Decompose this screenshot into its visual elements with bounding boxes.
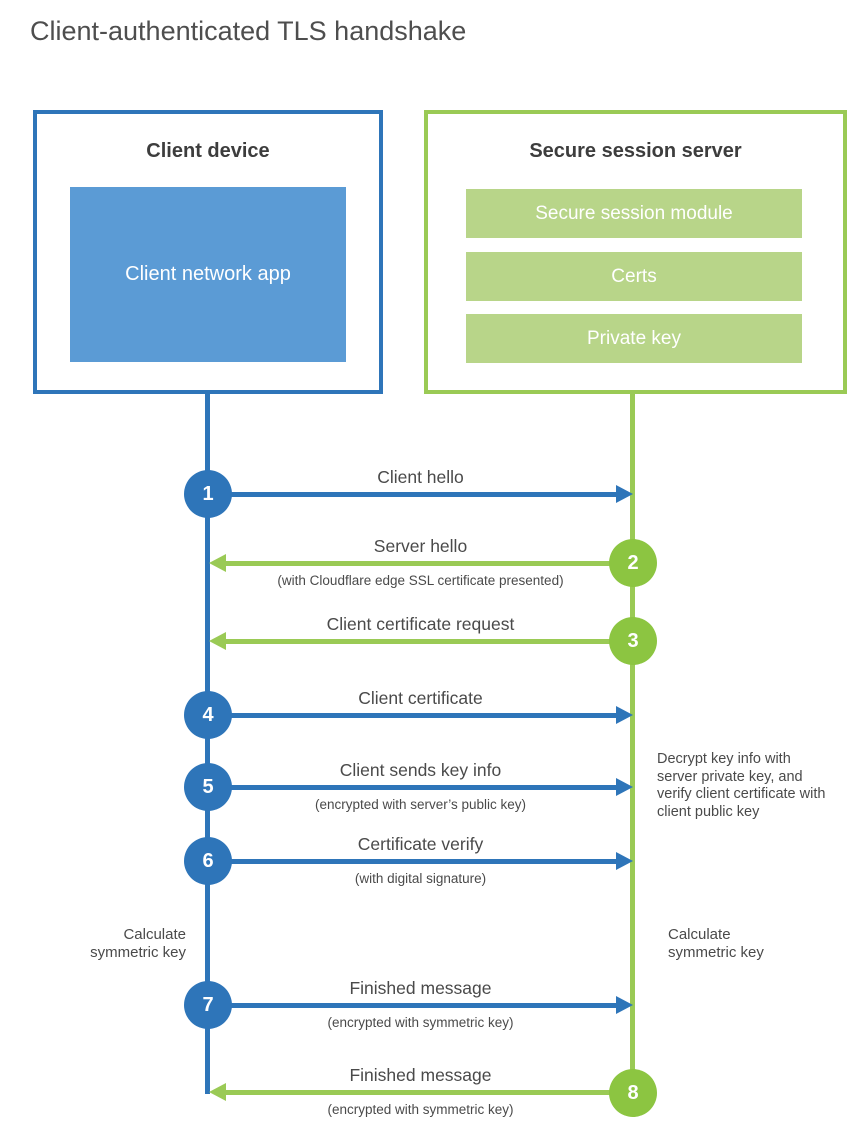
step-4-badge: 4	[184, 691, 232, 739]
step-7-sublabel: (encrypted with symmetric key)	[327, 1015, 514, 1030]
step-8-badge: 8	[609, 1069, 657, 1117]
page-title: Client-authenticated TLS handshake	[30, 16, 467, 46]
step-4-label: Client certificate	[358, 688, 483, 708]
step-8-label: Finished message	[349, 1065, 492, 1085]
step-5-label: Client sends key info	[339, 760, 502, 780]
calculate-symmetric-key-note-server: Calculate symmetric key	[668, 926, 764, 961]
step-7-arrow	[210, 1003, 616, 1008]
step-7-badge: 7	[184, 981, 232, 1029]
step-1-arrow	[210, 492, 616, 497]
step-6-label: Certificate verify	[357, 834, 484, 854]
step-2-label: Server hello	[373, 536, 468, 556]
server-decrypt-note: Decrypt key info with server private key…	[657, 751, 826, 820]
client-lifeline	[205, 394, 210, 1094]
step-3-label: Client certificate request	[326, 614, 515, 634]
step-5-badge: 5	[184, 763, 232, 811]
secure-session-server-box: Secure session server Secure session mod…	[424, 110, 847, 394]
step-2-arrowhead-icon	[209, 554, 226, 572]
step-3-arrow	[226, 639, 631, 644]
step-2-badge: 2	[609, 539, 657, 587]
step-1-label: Client hello	[377, 467, 464, 487]
client-network-app-label: Client network app	[125, 263, 291, 285]
step-5-arrowhead-icon	[616, 778, 633, 796]
step-6-sublabel: (with digital signature)	[354, 871, 487, 886]
server-module-secure-session: Secure session module	[466, 189, 802, 238]
step-4-arrowhead-icon	[616, 706, 633, 724]
client-device-box: Client device Client network app	[33, 110, 383, 394]
step-5-sublabel: (encrypted with server’s public key)	[314, 797, 527, 812]
server-module-private-key: Private key	[466, 314, 802, 363]
step-6-arrow	[210, 859, 616, 864]
calculate-symmetric-key-note-client: Calculate symmetric key	[90, 926, 186, 961]
step-6-arrowhead-icon	[616, 852, 633, 870]
step-4-arrow	[210, 713, 616, 718]
step-5-arrow	[210, 785, 616, 790]
step-8-arrowhead-icon	[209, 1083, 226, 1101]
step-8-arrow	[226, 1090, 631, 1095]
step-3-badge: 3	[609, 617, 657, 665]
secure-session-server-heading: Secure session server	[529, 140, 742, 162]
step-3-arrowhead-icon	[209, 632, 226, 650]
step-8-sublabel: (encrypted with symmetric key)	[327, 1102, 514, 1117]
step-2-arrow	[226, 561, 631, 566]
step-6-badge: 6	[184, 837, 232, 885]
step-2-sublabel: (with Cloudflare edge SSL certificate pr…	[277, 573, 564, 588]
server-lifeline	[630, 394, 635, 1094]
step-7-arrowhead-icon	[616, 996, 633, 1014]
step-1-arrowhead-icon	[616, 485, 633, 503]
client-network-app-box: Client network app	[70, 187, 346, 362]
step-1-badge: 1	[184, 470, 232, 518]
server-module-certs: Certs	[466, 252, 802, 301]
client-device-heading: Client device	[146, 140, 270, 162]
step-7-label: Finished message	[349, 978, 492, 998]
